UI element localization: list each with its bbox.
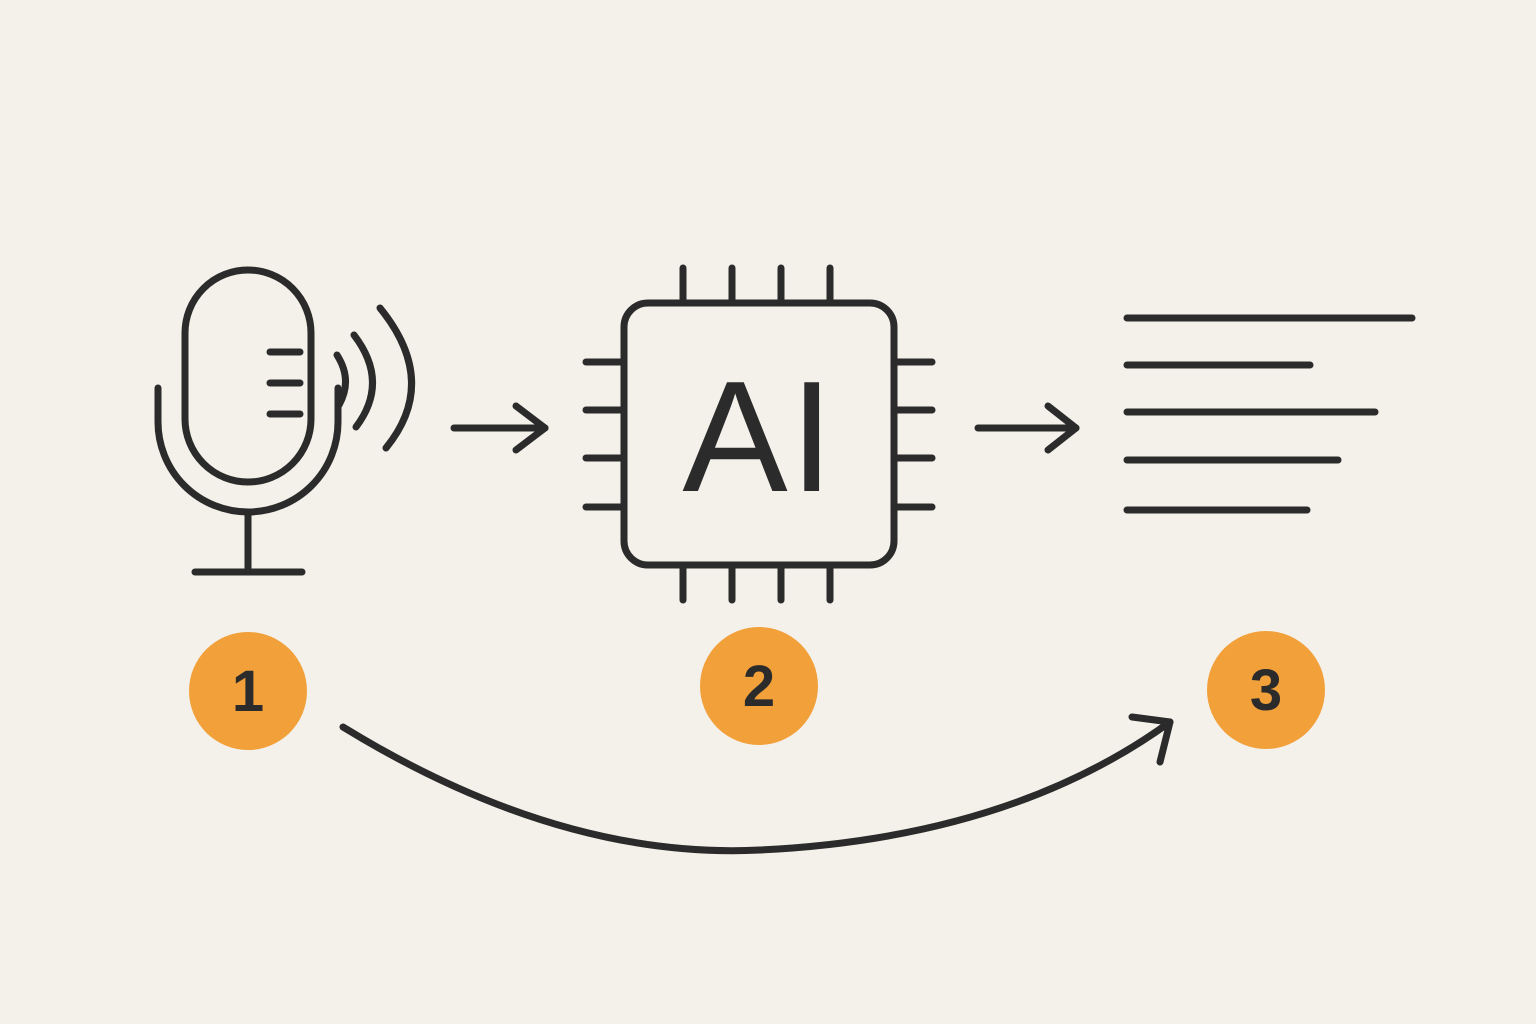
arrow-right-icon bbox=[450, 402, 549, 454]
step-badge-2: 2 bbox=[700, 627, 818, 745]
microphone-icon bbox=[154, 266, 342, 576]
ai-chip-icon: AI bbox=[582, 264, 936, 604]
arrow-right-icon bbox=[974, 402, 1080, 454]
step-number: 3 bbox=[1249, 657, 1283, 723]
chip-label: AI bbox=[682, 349, 835, 525]
sound-waves-icon bbox=[333, 304, 416, 452]
text-lines-icon bbox=[1123, 314, 1416, 514]
step-number: 2 bbox=[742, 653, 776, 719]
step-badge-1: 1 bbox=[189, 632, 307, 750]
curved-arrow-icon bbox=[339, 713, 1174, 855]
step-number: 1 bbox=[231, 658, 265, 724]
step-badge-3: 3 bbox=[1207, 631, 1325, 749]
